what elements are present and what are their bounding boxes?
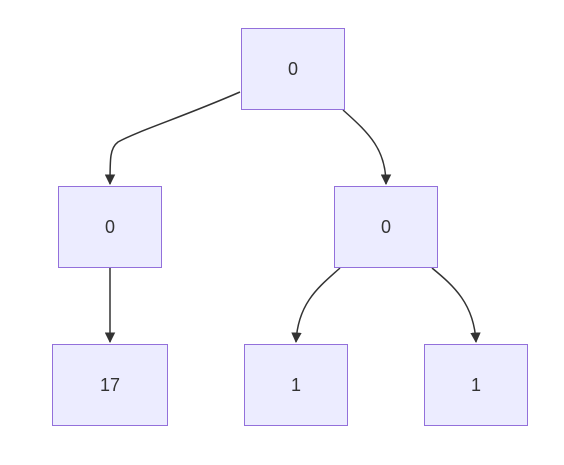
node-right-left: 1: [244, 344, 348, 426]
node-root: 0: [241, 28, 345, 110]
node-left: 0: [58, 186, 162, 268]
edge-root-left: [104, 91, 241, 186]
node-left-label: 0: [104, 216, 115, 237]
node-right-label: 0: [380, 216, 391, 237]
node-right-right-label: 1: [470, 374, 481, 395]
node-right-right: 1: [424, 344, 528, 426]
node-left-left: 17: [52, 344, 168, 426]
edge-right-right-left: [291, 267, 341, 344]
node-right: 0: [334, 186, 438, 268]
node-root-label: 0: [287, 58, 298, 79]
edge-root-right: [342, 109, 392, 186]
edge-right-right-right: [431, 267, 481, 344]
node-left-left-label: 17: [99, 374, 121, 395]
node-right-left-label: 1: [290, 374, 301, 395]
